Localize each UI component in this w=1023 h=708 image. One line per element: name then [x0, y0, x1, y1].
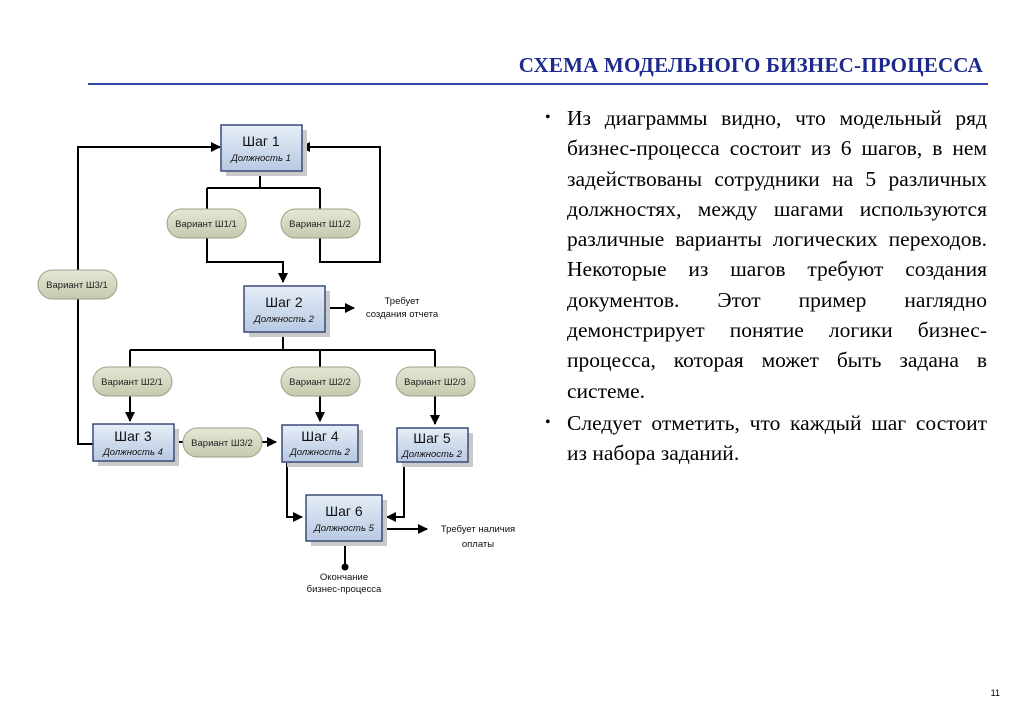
- step-3-role: Должность 4: [102, 447, 163, 458]
- step-6-role: Должность 5: [313, 523, 374, 534]
- step-5-role: Должность 2: [401, 449, 462, 460]
- step-2-role: Должность 2: [253, 314, 314, 325]
- connectors: [77, 142, 440, 571]
- bullet-item: • Следует отметить, что каждый шаг состо…: [545, 408, 987, 469]
- variant-w23: Вариант Ш2/3: [395, 366, 476, 397]
- step-2-box: Шаг 2 Должность 2: [243, 285, 330, 337]
- svg-text:Вариант Ш1/2: Вариант Ш1/2: [289, 219, 351, 230]
- slide-title: СХЕМА МОДЕЛЬНОГО БИЗНЕС-ПРОЦЕССА: [518, 53, 983, 77]
- step-5-title: Шаг 5: [413, 430, 451, 446]
- step-1-box: Шаг 1 Должность 1: [220, 124, 307, 176]
- step-4-title: Шаг 4: [301, 428, 339, 444]
- step-1-role: Должность 1: [230, 153, 291, 164]
- bullet-list: • Из диаграммы видно, что модельный ряд …: [545, 103, 987, 471]
- step-3-box: Шаг 3 Должность 4: [92, 423, 179, 466]
- step-2-title: Шаг 2: [265, 294, 303, 310]
- step-1-title: Шаг 1: [242, 133, 280, 149]
- variant-w12: Вариант Ш1/2: [280, 208, 361, 239]
- step-4-role: Должность 2: [289, 447, 350, 458]
- variant-w11: Вариант Ш1/1: [166, 208, 247, 239]
- bullet-text: Из диаграммы видно, что модельный ряд би…: [567, 106, 987, 403]
- svg-text:Вариант Ш3/2: Вариант Ш3/2: [191, 438, 253, 449]
- svg-text:Вариант Ш2/2: Вариант Ш2/2: [289, 377, 351, 388]
- variant-w22: Вариант Ш2/2: [280, 366, 361, 397]
- bullet-dot: •: [545, 413, 551, 431]
- svg-text:Вариант Ш3/1: Вариант Ш3/1: [46, 280, 108, 291]
- svg-text:Вариант Ш2/1: Вариант Ш2/1: [101, 377, 163, 388]
- svg-text:Вариант Ш2/3: Вариант Ш2/3: [404, 377, 466, 388]
- page-number: 11: [990, 688, 1000, 698]
- title-underline: [88, 83, 988, 85]
- business-process-diagram: Шаг 1 Должность 1 Шаг 2 Должность 2 Шаг …: [37, 124, 515, 595]
- note-report-line2: создания отчета: [366, 309, 439, 320]
- bullet-item: • Из диаграммы видно, что модельный ряд …: [545, 103, 987, 406]
- bullet-text: Следует отметить, что каждый шаг состоит…: [567, 410, 987, 466]
- variant-w31: Вариант Ш3/1: [37, 269, 118, 300]
- note-payment-line1: Требует наличия: [441, 524, 515, 535]
- note-report-line1: Требует: [385, 296, 421, 307]
- step-6-box: Шаг 6 Должность 5: [305, 494, 387, 546]
- note-end-line1: Окончание: [320, 572, 368, 583]
- step-4-box: Шаг 4 Должность 2: [281, 424, 363, 467]
- note-end-line2: бизнес-процесса: [307, 584, 382, 595]
- bullet-dot: •: [545, 109, 551, 126]
- note-payment-line2: оплаты: [462, 539, 494, 550]
- variant-w21: Вариант Ш2/1: [92, 366, 173, 397]
- step-5-box: Шаг 5 Должность 2: [396, 427, 473, 467]
- step-6-title: Шаг 6: [325, 503, 363, 519]
- variant-w32: Вариант Ш3/2: [182, 427, 263, 458]
- svg-text:Вариант Ш1/1: Вариант Ш1/1: [175, 219, 237, 230]
- step-3-title: Шаг 3: [114, 428, 152, 444]
